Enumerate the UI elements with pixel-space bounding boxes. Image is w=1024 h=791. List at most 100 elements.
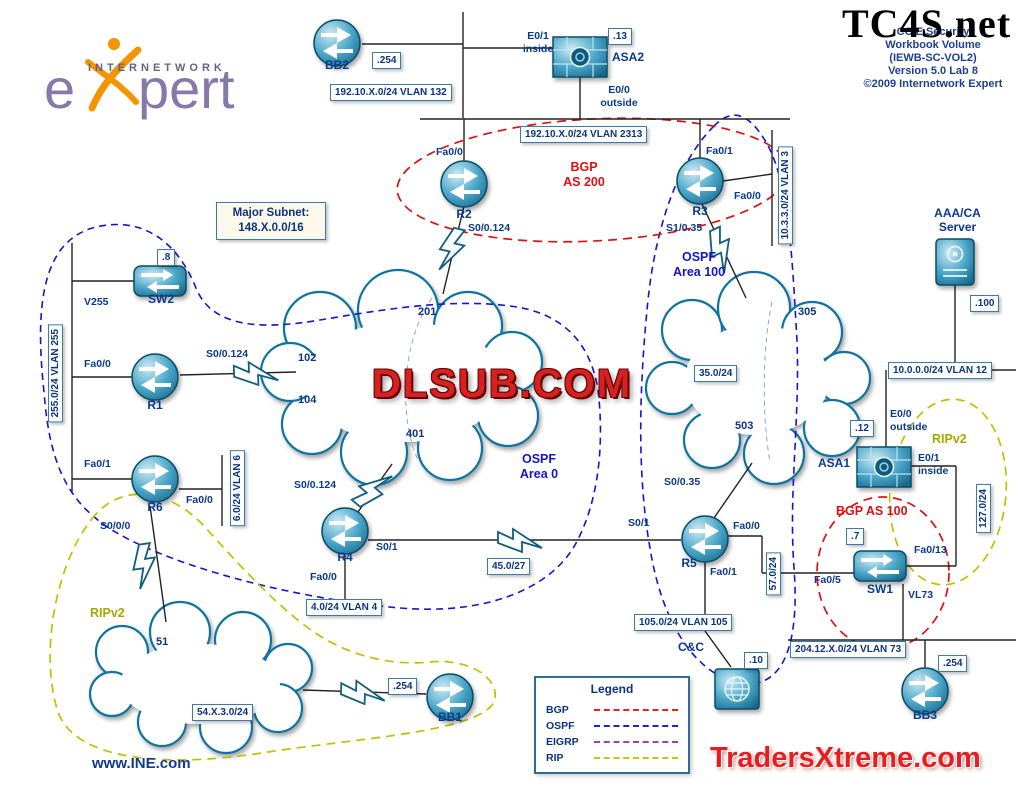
r3-router-icon bbox=[676, 157, 724, 205]
r3-port-fa01: Fa0/1 bbox=[706, 145, 733, 157]
legend-label-eigrp: EIGRP bbox=[546, 736, 579, 748]
cloud-dividers bbox=[405, 297, 773, 463]
segment-vlan6: 6.0/24 VLAN 6 bbox=[230, 450, 245, 527]
title-block: CCIE Security Workbook Volume (IEWB-SC-V… bbox=[848, 26, 1018, 91]
title-line-3: (IEWB-SC-VOL2) bbox=[889, 52, 977, 64]
aaa-ca-server-icon bbox=[935, 238, 975, 286]
zone-ripv2-left: RIPv2 bbox=[90, 606, 125, 620]
r3-port-fa00: Fa0/0 bbox=[734, 190, 761, 202]
asa2-port-e00-line2: outside bbox=[600, 97, 638, 109]
zone-ospf-area0-line2: Area 0 bbox=[519, 467, 559, 481]
legend-dash-eigrp bbox=[594, 741, 678, 743]
bb1-addr: .254 bbox=[388, 678, 418, 695]
bb2-name: BB2 bbox=[324, 58, 349, 72]
asa1-port-e01-line2: inside bbox=[918, 465, 949, 477]
title-line-5: ©2009 Internetwork Expert bbox=[863, 78, 1003, 90]
asa2-name: ASA2 bbox=[612, 50, 645, 64]
logo-internetwork-text: INTERNETWORK bbox=[88, 62, 226, 74]
segment-net35: 35.0/24 bbox=[694, 365, 738, 382]
legend-row-ospf: OSPF bbox=[536, 718, 688, 734]
zone-ospf-area0: OSPF Area 0 bbox=[508, 452, 570, 482]
r1-port-s00124: S0/0.124 bbox=[206, 348, 249, 360]
cc-device-icon bbox=[714, 668, 760, 710]
asa1-port-e00-line2: outside bbox=[890, 421, 928, 433]
legend-dash-rip bbox=[594, 757, 678, 759]
fr-dlci-401: 401 bbox=[406, 428, 425, 440]
segment-net54: 54.X.3.0/24 bbox=[192, 704, 254, 721]
cc-name: C&C bbox=[678, 640, 704, 654]
cc-addr: .10 bbox=[744, 652, 768, 669]
asa1-port-e00: E0/0 outside bbox=[890, 408, 938, 434]
legend: Legend BGP OSPF EIGRP RIP bbox=[534, 676, 690, 774]
asa1-addr: .12 bbox=[850, 420, 874, 437]
legend-label-bgp: BGP bbox=[546, 704, 569, 716]
asa2-port-e00-line1: E0/0 bbox=[608, 84, 630, 96]
logo-figure-icon bbox=[85, 38, 142, 112]
zone-ospf-area100-line2: Area 100 bbox=[672, 265, 726, 279]
fr-dlci-503: 503 bbox=[735, 420, 754, 432]
site-link-text: www.INE.com bbox=[92, 755, 191, 772]
fr-dlci-201: 201 bbox=[418, 306, 437, 318]
lightning-bolt-icon bbox=[434, 224, 469, 275]
r6-port-fa01: Fa0/1 bbox=[84, 458, 111, 470]
sw2-name: SW2 bbox=[147, 292, 174, 306]
segment-vlan132: 192.10.X.0/24 VLAN 132 bbox=[330, 84, 452, 101]
r5-port-s0035: S0/0.35 bbox=[664, 476, 701, 488]
title-line-4: Version 5.0 Lab 8 bbox=[888, 65, 978, 77]
r2-router-icon bbox=[440, 160, 488, 208]
legend-row-bgp: BGP bbox=[536, 702, 688, 718]
asa2-port-e01: E0/1 inside bbox=[518, 30, 558, 56]
r2-port-fa00: Fa0/0 bbox=[436, 146, 463, 158]
segment-vlan105: 105.0/24 VLAN 105 bbox=[634, 614, 733, 631]
zone-ospf-area100-line1: OSPF bbox=[681, 250, 717, 264]
r5-port-fa01: Fa0/1 bbox=[710, 566, 737, 578]
fr-dlci-104: 104 bbox=[298, 394, 317, 406]
sw1-switch-icon bbox=[853, 550, 907, 582]
cloud-frame-relay-left bbox=[259, 268, 544, 487]
cloud-frame-relay-right bbox=[644, 270, 872, 486]
aaa-server-name: AAA/CA Server bbox=[915, 206, 1000, 234]
r4-port-s01: S0/1 bbox=[376, 541, 398, 553]
segment-net127: 127.0/24 bbox=[976, 484, 991, 533]
asa1-port-e01: E0/1 inside bbox=[918, 452, 958, 478]
r2-name: R2 bbox=[456, 207, 472, 221]
asa1-name: ASA1 bbox=[818, 456, 851, 470]
bb1-name: BB1 bbox=[437, 710, 462, 724]
asa1-port-e00-line1: E0/0 bbox=[890, 408, 912, 420]
aaa-server-addr: .100 bbox=[970, 295, 1000, 312]
r5-name: R5 bbox=[681, 556, 697, 570]
zone-bgp-as200-line1: BGP bbox=[570, 160, 598, 174]
legend-title: Legend bbox=[590, 682, 634, 696]
zone-ripv2-right: RIPv2 bbox=[932, 432, 967, 446]
asa2-port-e01-line1: E0/1 bbox=[527, 30, 549, 42]
r6-port-s000: S0/0/0 bbox=[100, 520, 131, 532]
r6-router-icon bbox=[131, 455, 179, 503]
bb2-addr: .254 bbox=[372, 52, 402, 69]
sw2-port-v255: V255 bbox=[84, 296, 109, 308]
segment-vlan255: 255.0/24 VLAN 255 bbox=[48, 324, 63, 423]
asa1-port-e01-line1: E0/1 bbox=[918, 452, 940, 464]
fr-dlci-305: 305 bbox=[798, 306, 817, 318]
legend-dash-ospf bbox=[594, 725, 678, 727]
r5-port-s01: S0/1 bbox=[628, 517, 650, 529]
sw1-name: SW1 bbox=[866, 582, 893, 596]
sw1-port-vl73: VL73 bbox=[908, 589, 934, 601]
segment-net45: 45.0/27 bbox=[487, 558, 531, 575]
legend-row-eigrp: EIGRP bbox=[536, 734, 688, 750]
sw1-port-fa05: Fa0/5 bbox=[814, 574, 841, 586]
asa2-addr: .13 bbox=[608, 28, 632, 45]
zone-bgp-as200: BGP AS 200 bbox=[551, 160, 617, 190]
watermark-center: DLSUB.COM bbox=[372, 362, 633, 406]
major-subnet-line2: 148.X.0.0/16 bbox=[238, 222, 304, 234]
asa2-port-e00: E0/0 outside bbox=[594, 84, 644, 110]
r3-name: R3 bbox=[692, 204, 708, 218]
sw2-addr: .8 bbox=[157, 249, 176, 266]
segment-net57: 57.0/24 bbox=[766, 552, 781, 596]
lightning-bolt-icon bbox=[129, 541, 160, 591]
r1-name: R1 bbox=[147, 398, 163, 412]
zone-bgp-as200-line2: AS 200 bbox=[563, 175, 605, 189]
major-subnet-line1: Major Subnet: bbox=[232, 207, 310, 219]
segment-vlan12: 10.0.0.0/24 VLAN 12 bbox=[888, 362, 992, 379]
r4-router-icon bbox=[321, 507, 369, 555]
aaa-server-name-line2: Server bbox=[938, 220, 977, 234]
